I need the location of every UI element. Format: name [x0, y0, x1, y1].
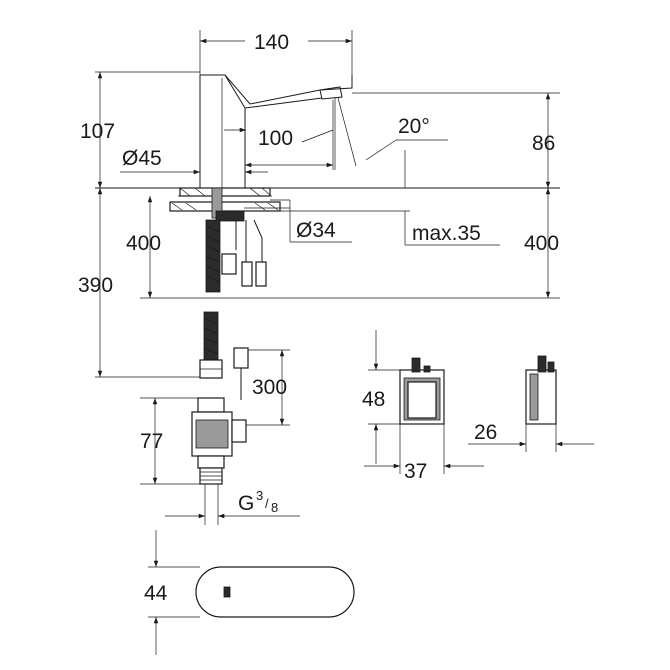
label-77: 77 — [140, 430, 163, 453]
label-390: 390 — [78, 274, 113, 297]
label-300: 300 — [252, 376, 287, 399]
label-48: 48 — [362, 388, 385, 411]
dimension-angle-20: 20° — [334, 97, 448, 170]
dimension-100: 100 — [224, 100, 334, 170]
thread-slash: / — [265, 496, 269, 511]
label-37: 37 — [404, 460, 427, 483]
label-thread-g: G — [238, 492, 254, 515]
dimension-77: 77 — [140, 397, 200, 485]
dimension-390: 390 — [78, 188, 205, 378]
dimension-max-35: max.35 — [280, 210, 500, 246]
dimension-400-left: 400 — [126, 196, 161, 298]
lower-hose — [199, 311, 249, 400]
dimension-400-right: 400 — [140, 188, 560, 299]
dimension-37: 37 — [364, 424, 484, 483]
label-140: 140 — [254, 31, 289, 54]
dimension-107: 107 — [80, 71, 200, 188]
control-box-side — [525, 355, 557, 425]
control-box-front — [399, 357, 445, 425]
solenoid-valve — [191, 397, 247, 485]
sensor-window — [195, 566, 355, 618]
label-100: 100 — [258, 127, 293, 150]
label-44: 44 — [144, 582, 168, 605]
label-thread-numerator: 3 — [256, 488, 263, 503]
label-dia-34: Ø34 — [296, 219, 336, 242]
label-20-degrees: 20° — [398, 115, 430, 138]
dimension-140: 140 — [199, 30, 353, 75]
label-max-35: max.35 — [412, 222, 481, 245]
label-86: 86 — [532, 132, 555, 155]
dimension-44: 44 — [144, 530, 200, 655]
dimension-thread: G 3 / 8 — [165, 484, 300, 525]
label-26: 26 — [474, 421, 497, 444]
label-400-right: 400 — [524, 232, 559, 255]
dimension-dia-45: Ø45 — [120, 147, 268, 175]
label-107: 107 — [80, 120, 115, 143]
dimension-26: 26 — [468, 421, 594, 452]
dimension-dia-34: Ø34 — [244, 199, 352, 243]
label-400-left: 400 — [126, 232, 161, 255]
label-thread-denominator: 8 — [271, 500, 278, 515]
dimension-300: 300 — [245, 349, 290, 426]
faucet-side-view — [95, 74, 560, 293]
label-dia-45: Ø45 — [122, 147, 162, 170]
dimension-48: 48 — [362, 330, 400, 464]
dimension-86: 86 — [352, 92, 560, 188]
